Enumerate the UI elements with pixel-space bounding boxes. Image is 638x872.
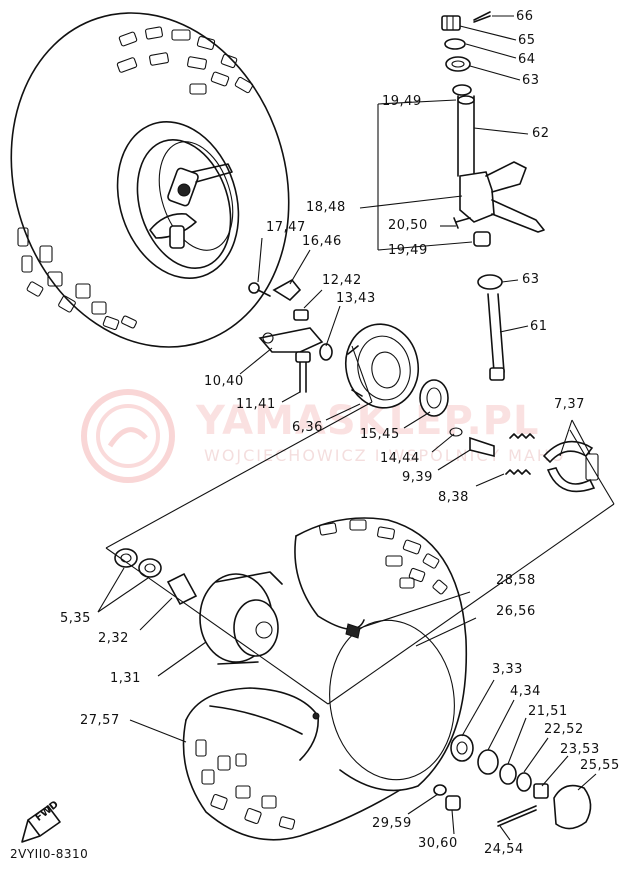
callout-23-53: 23,53: [560, 742, 600, 757]
callout-63-top: 63: [522, 73, 540, 88]
callout-26-56: 26,56: [496, 604, 536, 619]
callout-62: 62: [532, 126, 550, 141]
callout-15-45: 15,45: [360, 427, 400, 442]
assembled-wheel-illustration: [10, 12, 290, 348]
callout-20-50: 20,50: [388, 218, 428, 233]
fwd-arrow-icon: [21, 805, 61, 843]
callout-19-49-lower: 19,49: [388, 243, 428, 258]
callout-63-lower: 63: [522, 272, 540, 287]
callout-14-44: 14,44: [380, 451, 420, 466]
callout-27-57: 27,57: [80, 713, 120, 728]
callout-13-43: 13,43: [336, 291, 376, 306]
callout-3-33: 3,33: [492, 662, 523, 677]
callout-19-49-upper: 19,49: [382, 94, 422, 109]
diagram-code: 2VYII0-8310: [10, 847, 89, 861]
callout-2-32: 2,32: [98, 631, 129, 646]
watermark-logo-icon: [81, 389, 175, 483]
callout-6-36: 6,36: [292, 420, 323, 435]
callout-30-60: 30,60: [418, 836, 458, 851]
callout-66: 66: [516, 9, 534, 24]
steering-knuckle-assembly: [441, 11, 545, 381]
callout-11-41: 11,41: [236, 397, 276, 412]
callout-22-52: 22,52: [544, 722, 584, 737]
callout-28-58: 28,58: [496, 573, 536, 588]
watermark-text: YAMASKLEP.PL: [196, 398, 540, 444]
callout-1-31: 1,31: [110, 671, 141, 686]
leader-lines: [97, 15, 615, 841]
callout-61: 61: [530, 319, 548, 334]
callout-64: 64: [518, 52, 536, 67]
callout-17-47: 17,47: [266, 220, 306, 235]
callout-10-40: 10,40: [204, 374, 244, 389]
callout-4-34: 4,34: [510, 684, 541, 699]
brake-drum-assembly: [248, 278, 599, 493]
callout-24-54: 24,54: [484, 842, 524, 857]
callout-16-46: 16,46: [302, 234, 342, 249]
callout-25-55: 25,55: [580, 758, 620, 773]
exploded-wheel-assembly: [114, 517, 592, 841]
callout-12-42: 12,42: [322, 273, 362, 288]
callout-65: 65: [518, 33, 536, 48]
callout-21-51: 21,51: [528, 704, 568, 719]
callout-7-37: 7,37: [554, 397, 585, 412]
callout-8-38: 8,38: [438, 490, 469, 505]
callout-5-35: 5,35: [60, 611, 91, 626]
callout-29-59: 29,59: [372, 816, 412, 831]
callout-18-48: 18,48: [306, 200, 346, 215]
callout-9-39: 9,39: [402, 470, 433, 485]
